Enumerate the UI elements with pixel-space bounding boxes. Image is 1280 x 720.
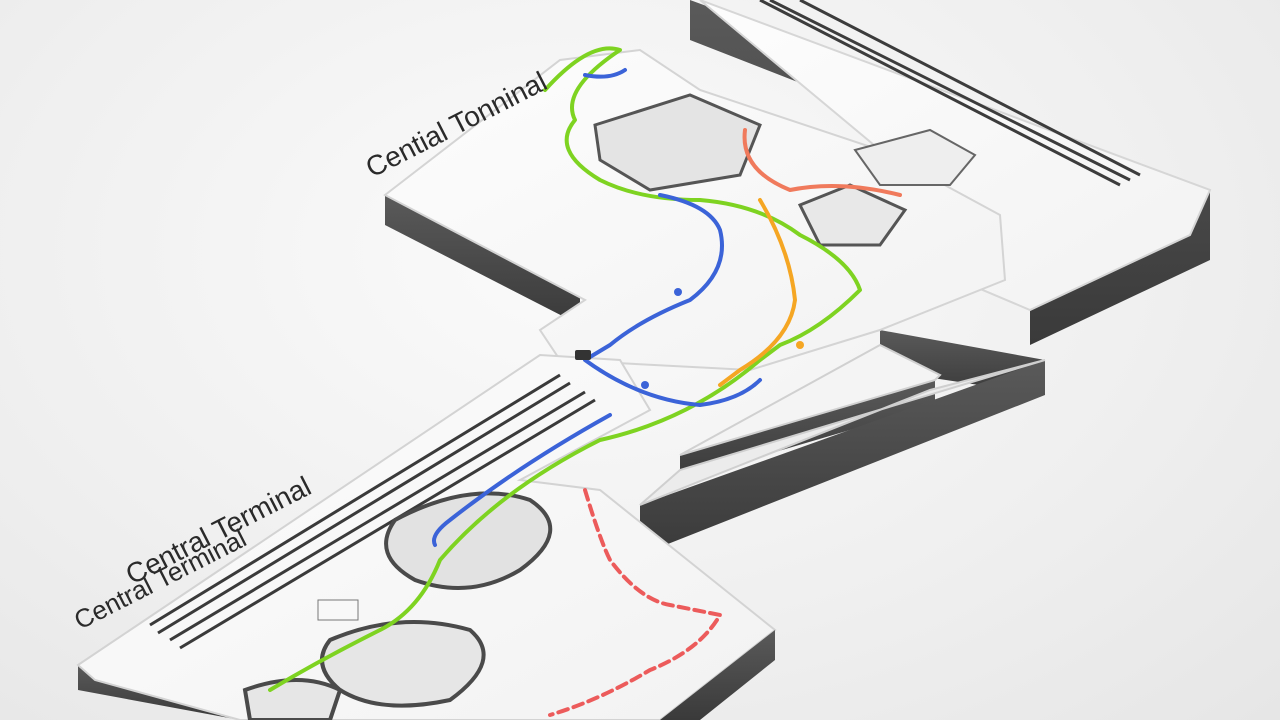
blue-route-lower bbox=[432, 413, 612, 547]
slab-top bbox=[383, 48, 1007, 372]
orange-route bbox=[718, 198, 797, 387]
blue-route bbox=[583, 193, 762, 407]
lower-slab-right-wall bbox=[660, 630, 775, 720]
step-block-2-wall bbox=[640, 360, 1045, 555]
lower-gate-ring-2 bbox=[320, 620, 486, 708]
upper-terminal-slab bbox=[383, 48, 1045, 395]
marker-dot-3 bbox=[796, 341, 804, 349]
marker-dot-2 bbox=[641, 381, 649, 389]
lower-terminal-slab bbox=[76, 353, 777, 720]
right-stepped-blocks bbox=[639, 343, 1046, 555]
green-route bbox=[268, 46, 862, 692]
marker-kiosk bbox=[317, 599, 359, 621]
route-lines bbox=[268, 46, 902, 717]
marker-gate-a bbox=[575, 350, 591, 360]
blue-route-start bbox=[583, 68, 627, 79]
lower-gate-ring-3 bbox=[242, 678, 343, 720]
gate-block-3 bbox=[853, 128, 977, 186]
route-markers bbox=[317, 288, 804, 621]
marker-dot-1 bbox=[674, 288, 682, 296]
upper-rail-track bbox=[759, 0, 1141, 187]
coral-route bbox=[742, 128, 902, 197]
gate-block-2 bbox=[797, 183, 908, 247]
lower-rail-track bbox=[149, 373, 596, 650]
gate-block-1 bbox=[593, 93, 762, 192]
slab-side-wall bbox=[385, 195, 580, 325]
step-block-top bbox=[679, 343, 942, 456]
lower-gate-ring-1 bbox=[384, 491, 553, 590]
red-dashed-route bbox=[548, 488, 722, 717]
step-block-2-top bbox=[639, 359, 1046, 506]
